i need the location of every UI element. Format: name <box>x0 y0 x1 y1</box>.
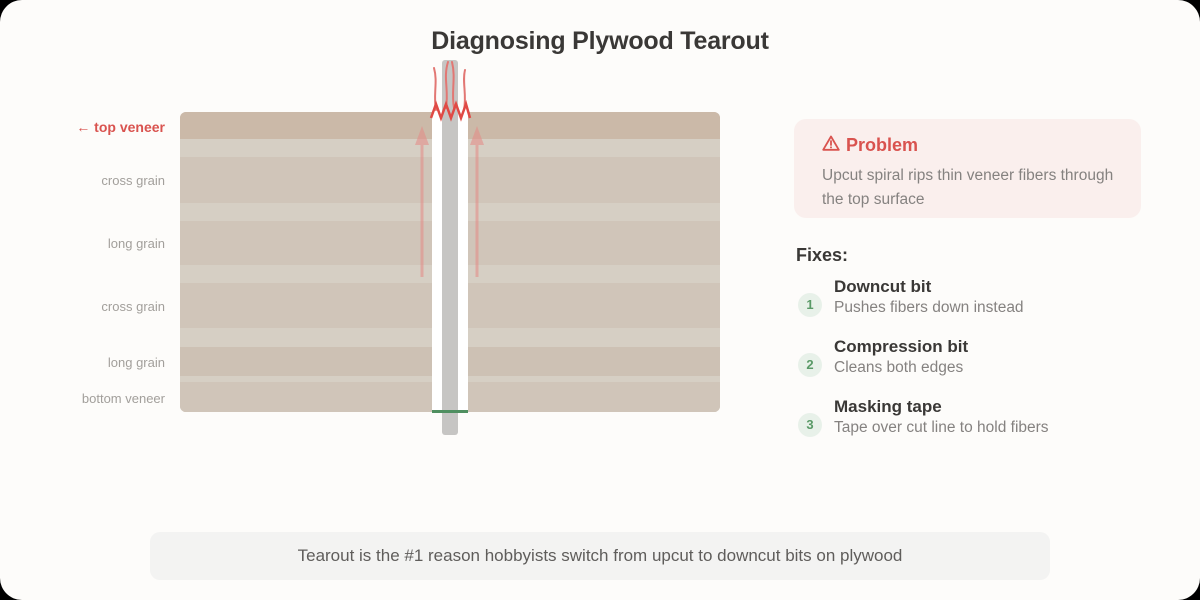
fix-item-masking-tape: 3 Masking tape Tape over cut line to hol… <box>798 397 1158 449</box>
fix-description: Pushes fibers down instead <box>834 299 1024 316</box>
problem-card: Problem Upcut spiral rips thin veneer fi… <box>794 119 1141 218</box>
fix-title: Compression bit <box>834 337 969 356</box>
fix-item-compression-bit: 2 Compression bit Cleans both edges <box>798 337 1158 389</box>
layer-label-long-grain-2: long grain <box>107 355 165 370</box>
fix-description: Cleans both edges <box>834 359 964 376</box>
fixes-heading: Fixes: <box>796 245 849 265</box>
router-bit <box>442 60 458 435</box>
fix-title: Downcut bit <box>834 277 932 296</box>
fix-description: Tape over cut line to hold fibers <box>834 419 1049 436</box>
layer-label-bottom-veneer: bottom veneer <box>81 391 165 406</box>
upward-force-arrow-right <box>470 126 484 277</box>
page-title: Diagnosing Plywood Tearout <box>431 27 769 55</box>
layer-label-cross-grain-2: cross grain <box>101 299 165 314</box>
tearout-zigzag <box>429 99 472 122</box>
fix-number-badge: 2 <box>798 353 822 377</box>
problem-title: Problem <box>846 135 919 155</box>
problem-heading: Problem <box>822 135 918 156</box>
layer-label-long-grain-1: long grain <box>107 236 165 251</box>
upward-force-arrow-left <box>415 126 429 277</box>
fix-number-badge: 3 <box>798 413 822 437</box>
layer-label-top-veneer: ← top veneer <box>76 119 165 135</box>
fix-item-downcut-bit: 1 Downcut bit Pushes fibers down instead <box>798 277 1158 329</box>
problem-description: Upcut spiral rips thin veneer fibers thr… <box>822 167 1114 208</box>
fix-number-badge: 1 <box>798 293 822 317</box>
layer-label-cross-grain-1: cross grain <box>101 173 165 188</box>
fix-title: Masking tape <box>834 397 942 416</box>
warning-triangle-icon <box>822 135 840 156</box>
footer-note: Tearout is the #1 reason hobbyists switc… <box>150 532 1050 580</box>
